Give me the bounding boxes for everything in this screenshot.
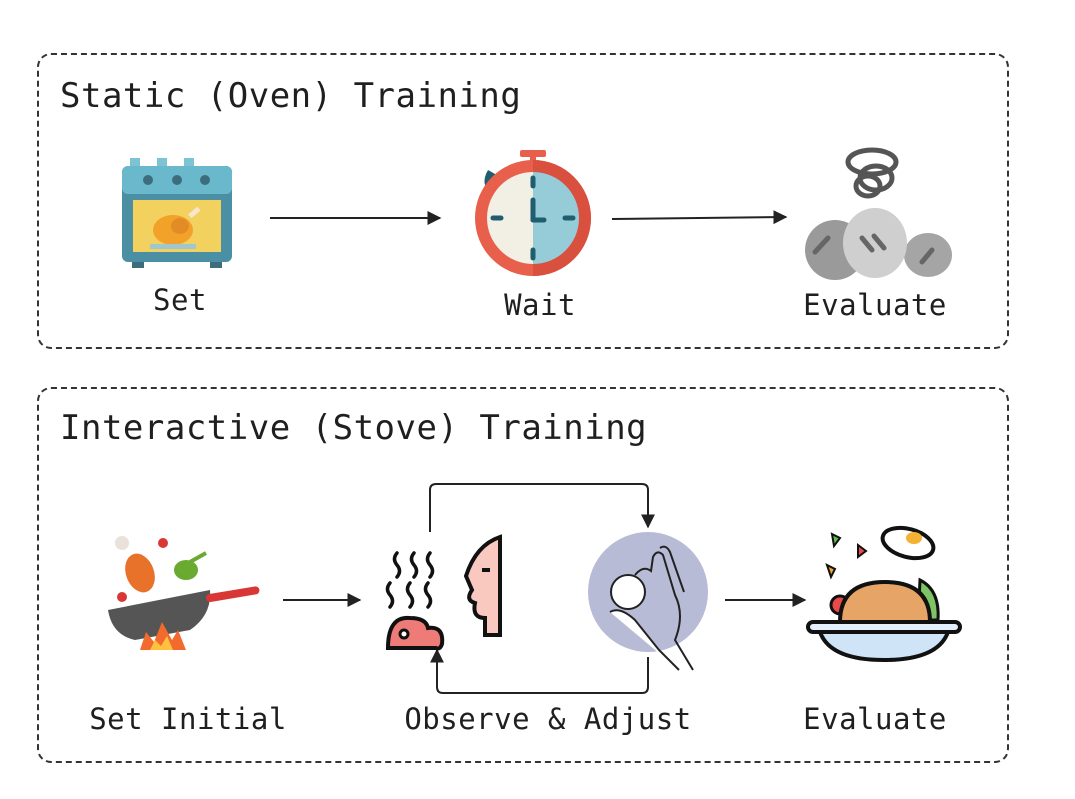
oven-icon — [122, 158, 232, 268]
stopwatch-icon — [475, 150, 591, 276]
static-panel-title: Static (Oven) Training — [60, 76, 522, 116]
step-label-set-initial: Set Initial — [89, 702, 287, 736]
step-label-evaluate: Evaluate — [803, 288, 947, 322]
step-label-evaluate-2: Evaluate — [803, 702, 947, 736]
hand-gesture-icon — [588, 532, 708, 671]
food-bowl-icon — [806, 525, 962, 663]
static-training-panel — [37, 53, 1009, 349]
loop-arrow-bottom — [430, 648, 649, 694]
interactive-training-panel — [37, 387, 1009, 763]
step-label-wait: Wait — [504, 288, 576, 322]
burnt-food-icon — [805, 147, 952, 280]
step-label-observe-adjust: Observe & Adjust — [404, 702, 692, 736]
arrow-wait-to-evaluate — [611, 210, 788, 225]
loop-arrow-top — [429, 483, 655, 532]
interactive-panel-title: Interactive (Stove) Training — [60, 408, 648, 448]
smell-icon — [385, 534, 502, 651]
step-label-set: Set — [153, 283, 207, 317]
wok-icon — [108, 536, 260, 650]
